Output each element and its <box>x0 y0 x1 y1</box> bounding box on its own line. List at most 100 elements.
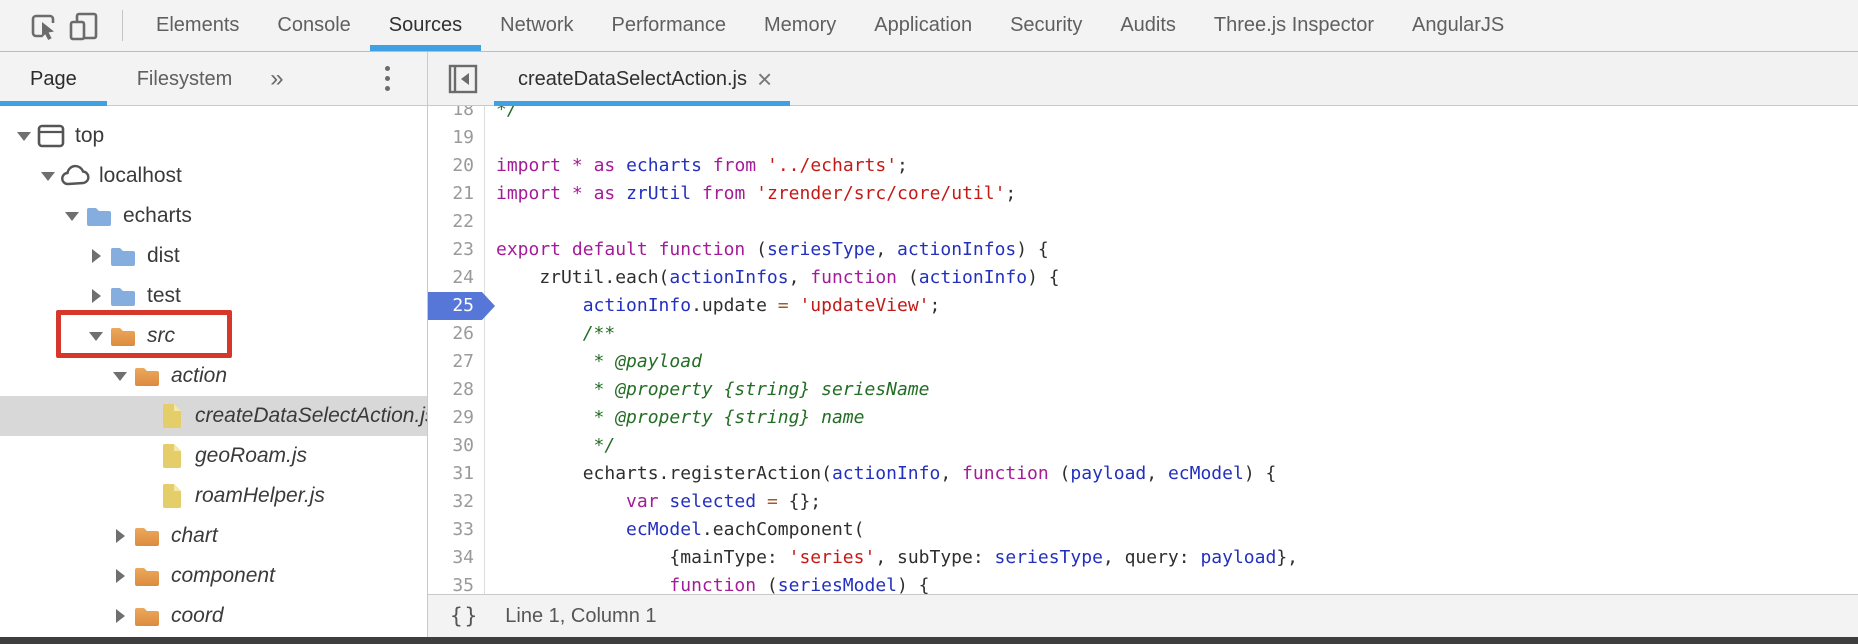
chevron-right-icon[interactable] <box>115 609 125 623</box>
code-line-35[interactable]: 35 function (seriesModel) { <box>428 572 1858 594</box>
code-line-27[interactable]: 27 * @payload <box>428 348 1858 376</box>
toolbar-tab-console[interactable]: Console <box>277 14 351 36</box>
line-number[interactable]: 26 <box>452 323 474 344</box>
line-number[interactable]: 29 <box>452 407 474 428</box>
line-number[interactable]: 19 <box>452 127 474 148</box>
toolbar-tab-performance[interactable]: Performance <box>611 14 727 36</box>
code-line-content[interactable]: actionInfo.update = 'updateView'; <box>582 295 941 316</box>
code-line-content[interactable]: function (seriesModel) { <box>669 575 930 594</box>
line-number[interactable]: 31 <box>452 463 474 484</box>
code-line-25[interactable]: 25 actionInfo.update = 'updateView'; <box>428 292 1858 320</box>
tab-filesystem[interactable]: Filesystem <box>136 67 233 90</box>
device-toolbar-icon[interactable] <box>64 8 104 44</box>
tree-item-src[interactable]: src <box>0 316 427 356</box>
chevron-down-icon[interactable] <box>89 331 103 341</box>
more-tabs-icon[interactable]: » <box>270 64 284 92</box>
code-line-content[interactable]: * @payload <box>496 351 702 372</box>
tree-item-createdataselectaction-js[interactable]: createDataSelectAction.js <box>0 396 427 436</box>
code-line-content[interactable]: import * as echarts from '../echarts'; <box>496 155 908 176</box>
code-line-19[interactable]: 19 <box>428 124 1858 152</box>
file-tab-createDataSelectAction[interactable]: createDataSelectAction.js × <box>494 52 791 106</box>
tree-item-component[interactable]: component <box>0 556 427 596</box>
toolbar-tab-three-js-inspector[interactable]: Three.js Inspector <box>1213 14 1374 36</box>
code-line-23[interactable]: 23 export default function (seriesType, a… <box>428 236 1858 264</box>
chevron-down-icon[interactable] <box>17 131 31 141</box>
tree-item-dist[interactable]: dist <box>0 236 427 276</box>
line-number[interactable]: 28 <box>452 379 474 400</box>
line-number[interactable]: 33 <box>452 519 474 540</box>
code-line-content[interactable]: * @property {string} seriesName <box>496 379 930 400</box>
chevron-right-icon[interactable] <box>115 529 125 543</box>
code-line-18[interactable]: 18 */ <box>428 106 1858 124</box>
tree-item-georoam-js[interactable]: geoRoam.js <box>0 436 427 476</box>
code-line-29[interactable]: 29 * @property {string} name <box>428 404 1858 432</box>
toolbar-tab-sources[interactable]: Sources <box>369 0 482 51</box>
tab-page[interactable]: Page <box>0 52 107 106</box>
code-line-21[interactable]: 21 import * as zrUtil from 'zrender/src/c… <box>428 180 1858 208</box>
toolbar-tab-angularjs[interactable]: AngularJS <box>1412 14 1505 36</box>
line-number[interactable]: 24 <box>452 267 474 288</box>
tree-item-echarts[interactable]: echarts <box>0 196 427 236</box>
code-line-content[interactable]: {mainType: 'series', subType: seriesType… <box>496 547 1298 568</box>
code-line-32[interactable]: 32 var selected = {}; <box>428 488 1858 516</box>
code-line-content[interactable]: ecModel.eachComponent( <box>626 519 865 540</box>
line-number[interactable]: 32 <box>452 491 474 512</box>
overflow-menu-icon[interactable] <box>365 52 409 105</box>
code-line-content[interactable]: */ <box>496 435 616 456</box>
chevron-right-icon[interactable] <box>91 249 101 263</box>
tree-item-roamhelper-js[interactable]: roamHelper.js <box>0 476 427 516</box>
chevron-right-icon[interactable] <box>91 289 101 303</box>
toolbar-tab-audits[interactable]: Audits <box>1120 14 1176 36</box>
code-line-31[interactable]: 31 echarts.registerAction(actionInfo, fu… <box>428 460 1858 488</box>
code-line-content[interactable]: */ <box>496 106 518 120</box>
code-line-26[interactable]: 26 /** <box>428 320 1858 348</box>
panel-collapse-icon[interactable] <box>444 60 482 98</box>
tree-item-chart[interactable]: chart <box>0 516 427 556</box>
breakpoint-line-number[interactable]: 25 <box>428 292 495 320</box>
code-line-22[interactable]: 22 <box>428 208 1858 236</box>
code-line-20[interactable]: 20 import * as echarts from '../echarts'; <box>428 152 1858 180</box>
chevron-down-icon[interactable] <box>41 171 55 181</box>
close-icon[interactable]: × <box>757 64 773 94</box>
tree-item-test[interactable]: test <box>0 276 427 316</box>
tree-item-top[interactable]: top <box>0 116 427 156</box>
line-number[interactable]: 23 <box>452 239 474 260</box>
code-line-34[interactable]: 34 {mainType: 'series', subType: seriesT… <box>428 544 1858 572</box>
tree-item-action[interactable]: action <box>0 356 427 396</box>
chevron-down-icon[interactable] <box>113 371 127 381</box>
line-number[interactable]: 34 <box>452 547 474 568</box>
code-line-28[interactable]: 28 * @property {string} seriesName <box>428 376 1858 404</box>
tree-item-localhost[interactable]: localhost <box>0 156 427 196</box>
code-line-content[interactable]: echarts.registerAction(actionInfo, funct… <box>496 463 1277 484</box>
code-line-24[interactable]: 24 zrUtil.each(actionInfos, function (ac… <box>428 264 1858 292</box>
chevron-down-icon[interactable] <box>65 211 79 221</box>
tree-item-label: top <box>75 124 105 147</box>
chevron-right-icon[interactable] <box>115 569 125 583</box>
line-number[interactable]: 30 <box>452 435 474 456</box>
line-number[interactable]: 21 <box>452 183 474 204</box>
line-number[interactable]: 27 <box>452 351 474 372</box>
line-number[interactable]: 20 <box>452 155 474 176</box>
code-line-30[interactable]: 30 */ <box>428 432 1858 460</box>
code-line-content[interactable]: /** <box>496 323 616 344</box>
inspect-icon[interactable] <box>24 8 64 44</box>
line-number[interactable]: 22 <box>452 211 474 232</box>
pretty-print-icon[interactable]: {} <box>450 604 480 628</box>
code-line-33[interactable]: 33 ecModel.eachComponent( <box>428 516 1858 544</box>
line-number[interactable]: 18 <box>452 106 474 120</box>
line-number[interactable]: 35 <box>452 575 474 594</box>
toolbar-tab-elements[interactable]: Elements <box>156 14 240 36</box>
code-line-content[interactable]: zrUtil.each(actionInfos, function (actio… <box>496 267 1060 288</box>
code-line-content[interactable]: import * as zrUtil from 'zrender/src/cor… <box>496 183 1017 204</box>
code-line-content[interactable]: var selected = {}; <box>626 491 822 512</box>
code-editor[interactable]: 18 */ 19 20 import * as echarts from '../ech… <box>428 106 1858 594</box>
toolbar-tab-security[interactable]: Security <box>1010 14 1083 36</box>
code-line-content[interactable]: export default function (seriesType, act… <box>496 239 1049 260</box>
toolbar-tab-memory[interactable]: Memory <box>764 14 837 36</box>
code-line-content[interactable]: * @property {string} name <box>496 407 865 428</box>
toolbar-tab-application[interactable]: Application <box>874 14 973 36</box>
tree-item-coord[interactable]: coord <box>0 596 427 636</box>
toolbar-tab-network[interactable]: Network <box>500 14 574 36</box>
